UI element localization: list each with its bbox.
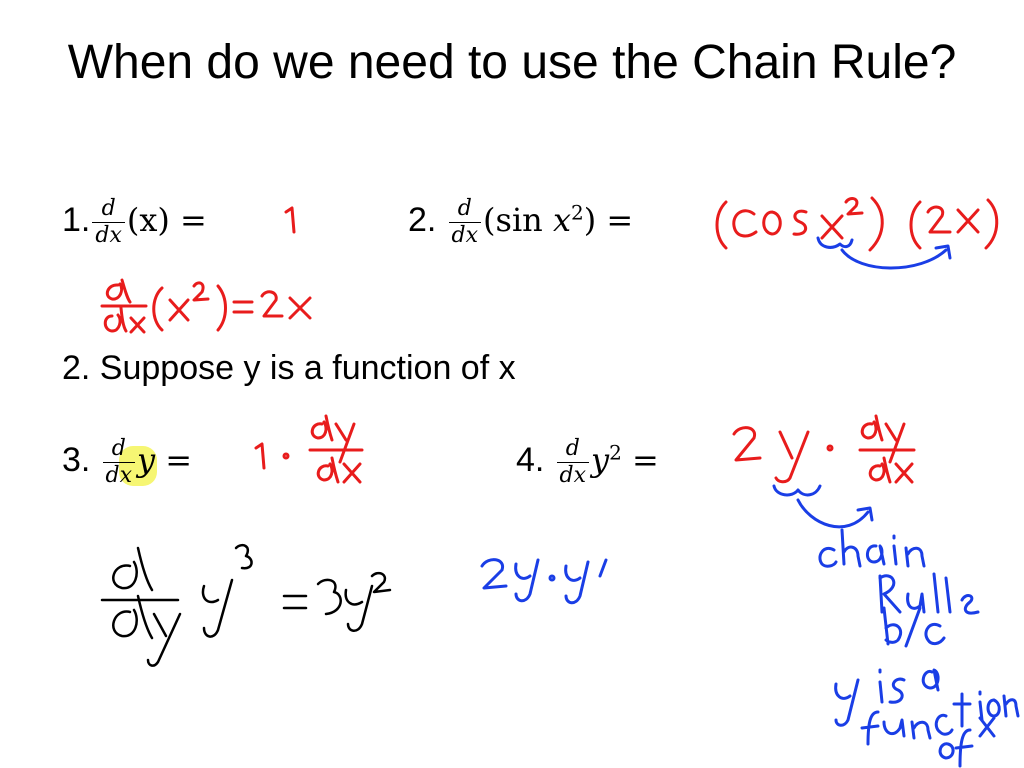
handwritten-derivative-x-squared bbox=[100, 278, 312, 334]
problem-2-number: 2. bbox=[408, 201, 437, 239]
problem-1-number: 1. bbox=[62, 201, 91, 239]
handwritten-derivative-y-cubed bbox=[100, 544, 392, 667]
handwritten-answer-1 bbox=[284, 206, 296, 234]
problem-3-number: 3. bbox=[62, 441, 91, 479]
statement-y-function-of-x: 2. Suppose y is a function of x bbox=[62, 349, 516, 387]
yellow-highlight bbox=[119, 446, 157, 486]
handwritten-answer-4 bbox=[732, 414, 916, 484]
handwritten-answer-2 bbox=[715, 196, 999, 252]
blue-arrow-chain-problem-2 bbox=[816, 236, 952, 270]
slide-title: When do we need to use the Chain Rule? bbox=[67, 36, 957, 89]
problem-4-number: 4. bbox=[516, 441, 545, 479]
handwritten-answer-3 bbox=[254, 414, 364, 484]
problem-1-argument: (x) = bbox=[126, 201, 207, 239]
handwritten-chain-rule-note bbox=[818, 528, 1020, 768]
blue-arrow-chain-problem-4 bbox=[772, 484, 874, 529]
handwritten-blue-work bbox=[480, 558, 608, 605]
